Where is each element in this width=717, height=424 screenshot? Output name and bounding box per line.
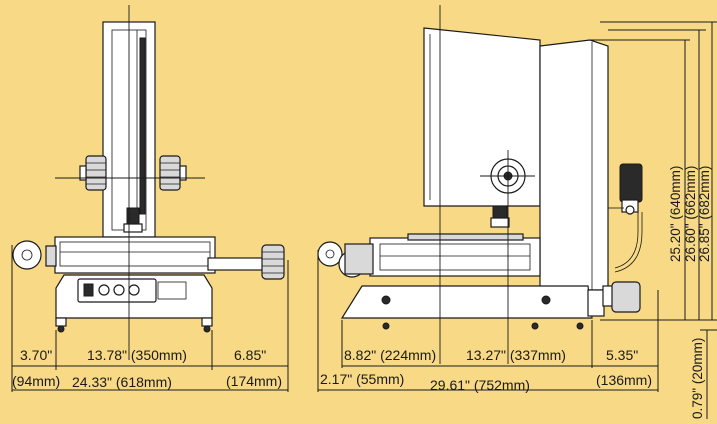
front-center-width: 13.78" (350mm) xyxy=(87,347,187,363)
front-dimension-labels: 3.70" (94mm) 13.78" (350mm) 6.85" (174mm… xyxy=(12,347,282,390)
side-mid-width: 13.27" (337mm) xyxy=(466,347,566,363)
front-view-machine xyxy=(12,21,285,333)
side-total-depth: 29.61" (752mm) xyxy=(430,377,530,393)
front-total-width: 24.33" (618mm) xyxy=(72,374,172,390)
side-height-2: 26.60" (662mm) xyxy=(683,166,698,262)
side-base-height: 0.79" (20mm) xyxy=(690,338,705,419)
side-dimension-labels: 8.82" (224mm) 13.27" (337mm) 5.35" (136m… xyxy=(320,166,712,419)
front-left-offset-in: 3.70" xyxy=(20,347,52,363)
side-height-3: 26.85" (682mm) xyxy=(697,166,712,262)
side-height-1: 25.20" (640mm) xyxy=(668,166,683,262)
side-view-machine xyxy=(317,27,643,330)
side-dimension-lines xyxy=(317,21,717,419)
side-stage-offset: 8.82" (224mm) xyxy=(344,347,436,363)
side-right-offset-in: 5.35" xyxy=(606,347,638,363)
front-right-offset-mm: (174mm) xyxy=(226,373,282,389)
side-right-offset-mm: (136mm) xyxy=(596,372,652,388)
front-left-offset-mm: (94mm) xyxy=(12,373,60,389)
front-right-offset-in: 6.85" xyxy=(234,347,266,363)
front-dimension-lines xyxy=(11,245,289,392)
side-left-offset: 2.17" (55mm) xyxy=(320,371,404,387)
